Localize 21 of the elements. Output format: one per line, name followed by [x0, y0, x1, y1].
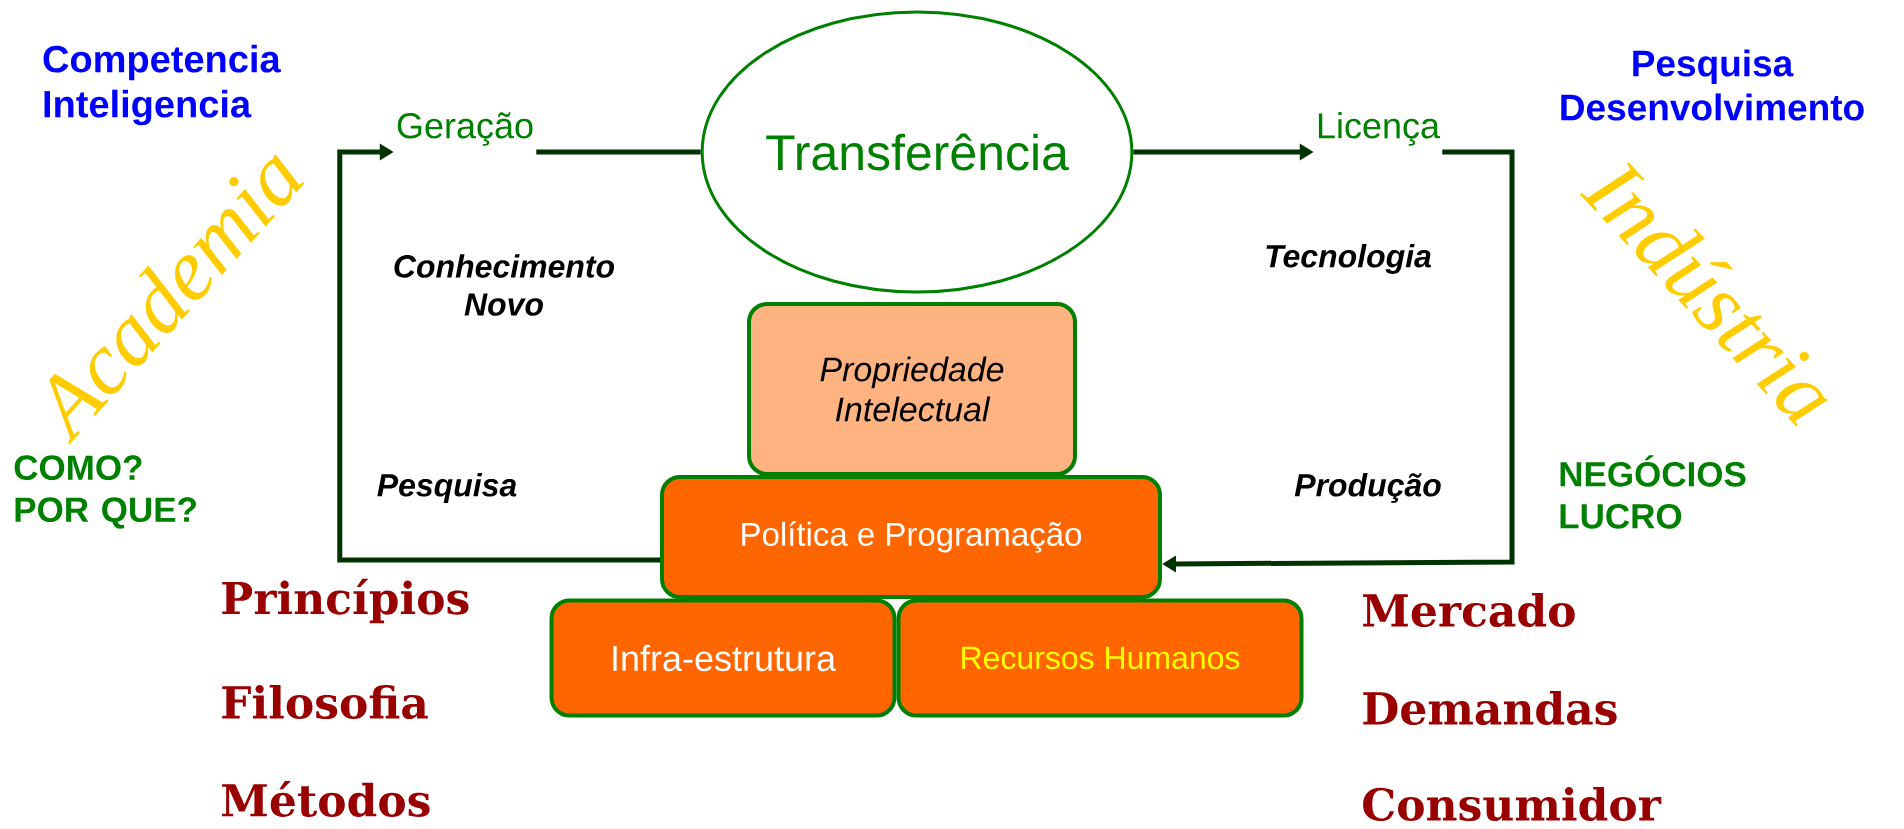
node-label: Licença	[1318, 112, 1440, 146]
keyword: Mercado	[1363, 593, 1575, 628]
loop-label: Tecnologia	[1266, 244, 1431, 274]
keyword: Consumidor	[1363, 787, 1662, 822]
side-note: Pesquisa Desenvolvimento	[1561, 49, 1864, 121]
process-box: Infra-estrutura	[549, 598, 897, 718]
keyword: Métodos	[222, 781, 430, 817]
process-box: Propriedade Intelectual	[747, 302, 1077, 476]
arrow	[337, 143, 660, 563]
keyword: Demandas	[1363, 691, 1617, 726]
keyword: Filosofia	[222, 685, 428, 720]
process-box: Política e Programação	[660, 475, 1162, 599]
loop-label: Pesquisa	[377, 473, 517, 503]
node-label: Geração	[397, 112, 533, 146]
loop-label: Produção	[1294, 473, 1441, 503]
side-note: NEGÓCIOS LUCRO	[1560, 455, 1746, 529]
keyword: Princípios	[222, 578, 469, 624]
process-box: Recursos Humanos	[896, 598, 1304, 718]
side-note: Competencia Inteligencia	[43, 44, 281, 126]
loop-label: Conhecimento Novo	[394, 254, 615, 316]
side-note: COMO? POR QUE?	[14, 455, 196, 529]
